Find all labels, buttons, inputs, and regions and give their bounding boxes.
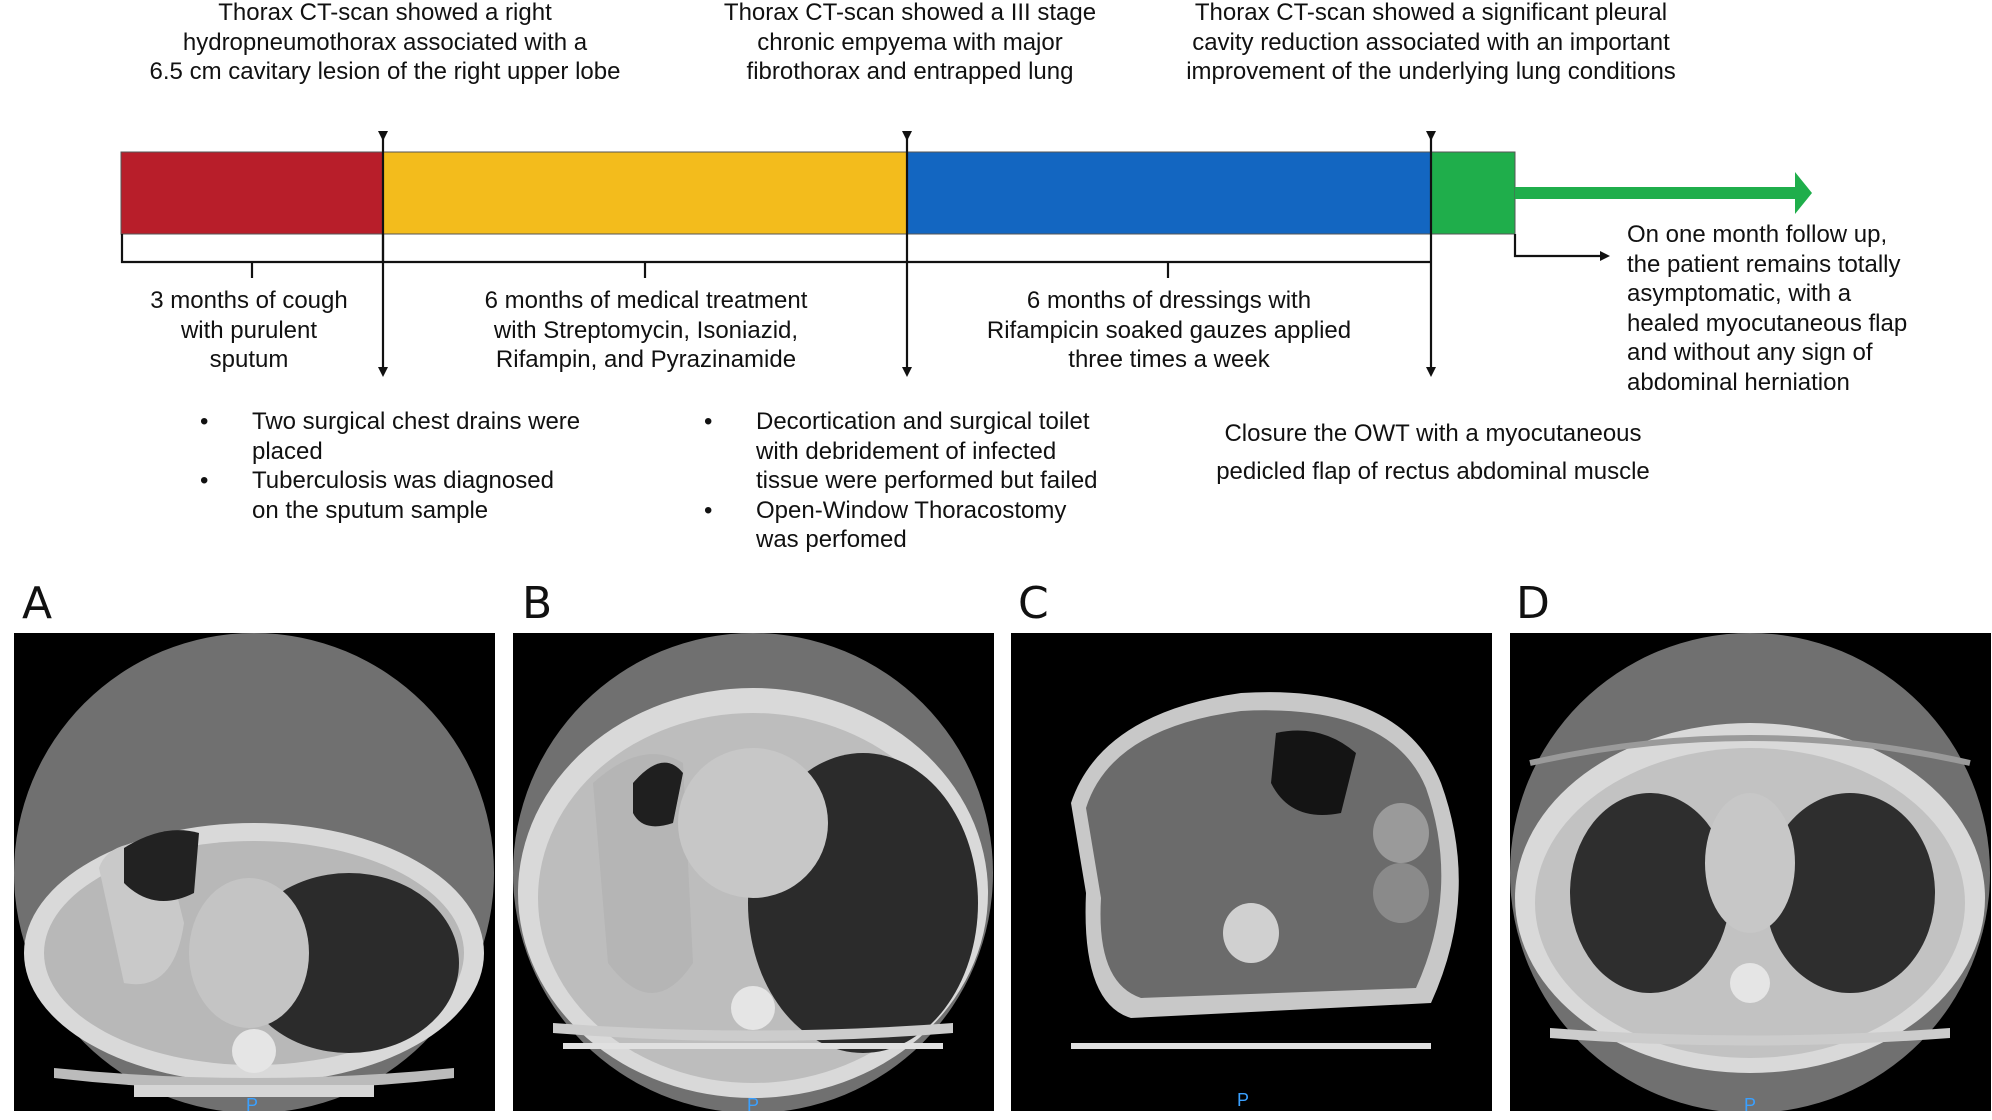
- list-item: Tuberculosis was diagnosed on the sputum…: [200, 466, 580, 525]
- duration-phase-1: 3 months of cough with purulent sputum: [150, 287, 348, 373]
- list-item: Two surgical chest drains were placed: [200, 407, 580, 466]
- event-list-2: Decortication and surgical toilet with d…: [704, 407, 1098, 555]
- panel-marker-c: P: [1237, 1090, 1249, 1110]
- panel-label-d: D: [1516, 578, 1550, 629]
- panel-marker-b: P: [747, 1095, 759, 1111]
- event-list-1: Two surgical chest drains were placed Tu…: [200, 407, 580, 525]
- follow-up-pointer: [1513, 234, 1610, 261]
- timeline-diagram: [120, 131, 1812, 377]
- phase-bar-blue: [906, 151, 1432, 235]
- panel-marker-a: P: [246, 1095, 258, 1111]
- follow-up-arrow: [1515, 172, 1812, 214]
- follow-up-note: On one month follow up, the patient rema…: [1627, 221, 1908, 396]
- ct-finding-2: Thorax CT-scan showed a III stage chroni…: [723, 0, 1097, 85]
- ct-finding-3: Thorax CT-scan showed a significant pleu…: [1186, 0, 1676, 85]
- phase-bar-green: [1430, 151, 1516, 235]
- duration-phase-3: 6 months of dressings with Rifampicin so…: [986, 287, 1352, 373]
- panel-label-c: C: [1018, 578, 1049, 629]
- list-item: Open-Window Thoracostomy was perfomed: [704, 496, 1098, 555]
- duration-phase-2: 6 months of medical treatment with Strep…: [484, 287, 808, 373]
- event-closure: Closure the OWT with a myocutaneous pedi…: [1216, 420, 1650, 485]
- panel-label-a: A: [22, 578, 53, 629]
- phase-bar-red: [120, 151, 384, 235]
- panel-label-b: B: [522, 578, 553, 629]
- ct-image-a: P: [14, 633, 495, 1111]
- brace-phase-2: [383, 260, 907, 278]
- phase-bar-yellow: [382, 151, 908, 235]
- brace-phase-3: [907, 260, 1431, 278]
- panel-marker-d: P: [1744, 1095, 1756, 1111]
- ct-finding-1: Thorax CT-scan showed a right hydropneum…: [149, 0, 621, 85]
- ct-image-b: P: [513, 633, 994, 1111]
- list-item: Decortication and surgical toilet with d…: [704, 407, 1098, 496]
- brace-phase-1: [120, 234, 385, 278]
- ct-image-d: P: [1510, 633, 1991, 1111]
- ct-image-c: P: [1011, 633, 1492, 1111]
